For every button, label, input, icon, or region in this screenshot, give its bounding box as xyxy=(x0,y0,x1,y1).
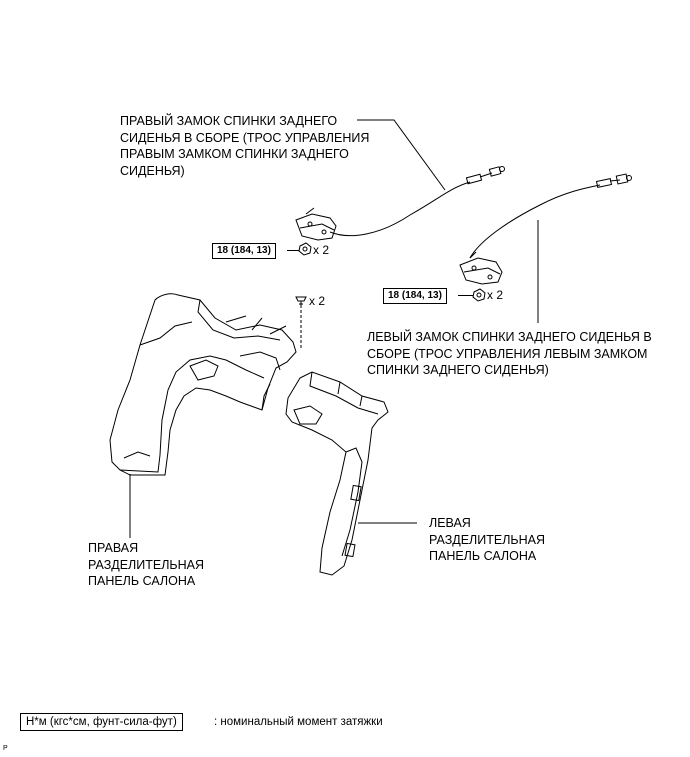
right-lock-label: ПРАВЫЙ ЗАМОК СПИНКИ ЗАДНЕГО СИДЕНЬЯ В СБ… xyxy=(120,113,369,179)
clip-qty: x 2 xyxy=(309,294,326,308)
right-lock-cable xyxy=(329,181,471,237)
left-nut-qty: x 2 xyxy=(487,288,504,302)
right-panel-label: ПРАВАЯ РАЗДЕЛИТЕЛЬНАЯ ПАНЕЛЬ САЛОНА xyxy=(88,540,204,590)
torque-leader-left xyxy=(458,295,473,296)
left-lock-assembly xyxy=(459,251,503,285)
torque-leader-right xyxy=(287,250,299,251)
left-nut-icon xyxy=(472,288,486,302)
left-lock-cable xyxy=(469,184,601,259)
right-lock-label-line: СИДЕНЬЯ) xyxy=(120,163,185,178)
left-panel-label: ЛЕВАЯ РАЗДЕЛИТЕЛЬНАЯ ПАНЕЛЬ САЛОНА xyxy=(429,515,545,565)
leader-right-lock xyxy=(357,119,446,191)
left-cable-end xyxy=(595,173,632,188)
torque-spec-right: 18 (184, 13) xyxy=(212,243,276,259)
left-panel-label-line: РАЗДЕЛИТЕЛЬНАЯ xyxy=(429,532,546,547)
left-lock-label-line: СПИНКИ ЗАДНЕГО СИДЕНЬЯ) xyxy=(367,363,549,377)
left-panel-label-line: ПАНЕЛЬ САЛОНА xyxy=(429,549,537,563)
right-lock-label-line: ПРАВЫЙ ЗАМОК СПИНКИ ЗАДНЕГО xyxy=(120,114,338,128)
torque-spec-left: 18 (184, 13) xyxy=(383,288,447,304)
figure-code: P xyxy=(3,745,8,752)
right-nut-qty: x 2 xyxy=(313,243,330,257)
right-panel-drawing xyxy=(109,293,297,476)
left-panel-drawing xyxy=(285,371,389,576)
left-lock-label-line: СБОРЕ (ТРОС УПРАВЛЕНИЯ ЛЕВЫМ ЗАМКОМ xyxy=(367,346,648,361)
left-lock-label-line: ЛЕВЫЙ ЗАМОК СПИНКИ ЗАДНЕГО СИДЕНЬЯ В xyxy=(367,330,652,344)
right-cable-end xyxy=(465,166,505,185)
right-panel-label-line: РАЗДЕЛИТЕЛЬНАЯ xyxy=(88,557,205,572)
left-panel-label-line: ЛЕВАЯ xyxy=(429,516,471,530)
right-panel-label-line: ПАНЕЛЬ САЛОНА xyxy=(88,574,196,588)
clip-icon xyxy=(295,296,307,308)
right-lock-label-line: ПРАВЫМ ЗАМКОМ СПИНКИ ЗАДНЕГО xyxy=(120,147,349,161)
left-lock-label: ЛЕВЫЙ ЗАМОК СПИНКИ ЗАДНЕГО СИДЕНЬЯ В СБО… xyxy=(367,329,652,379)
right-panel-label-line: ПРАВАЯ xyxy=(88,541,139,555)
legend-text: : номинальный момент затяжки xyxy=(214,716,383,728)
right-lock-assembly xyxy=(295,207,337,241)
right-nut-icon xyxy=(298,242,312,256)
right-lock-label-line: СИДЕНЬЯ В СБОРЕ (ТРОС УПРАВЛЕНИЯ xyxy=(120,130,370,145)
legend-unit-box: Н*м (кгс*см, фунт-сила-фут) xyxy=(20,713,183,731)
